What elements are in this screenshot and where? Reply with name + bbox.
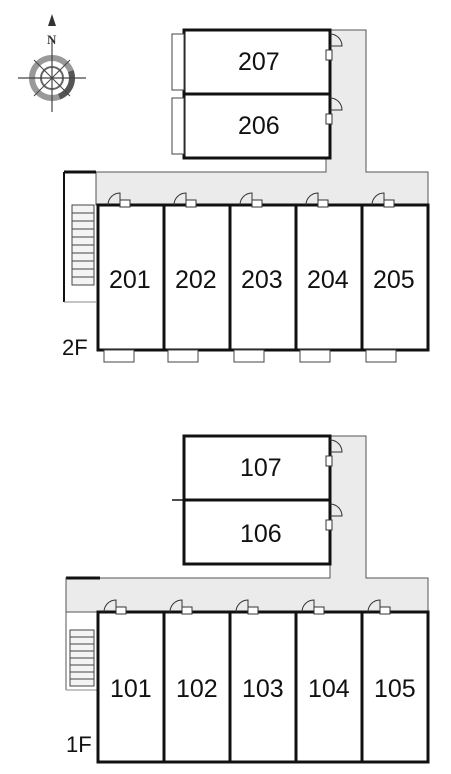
room-104-label: 104	[308, 675, 350, 703]
room-205: 205	[360, 192, 430, 363]
room-103: 103	[228, 599, 298, 764]
room-101: 101	[96, 599, 166, 764]
room-104: 104	[294, 599, 364, 764]
room-202-label: 202	[175, 266, 217, 294]
room-107-label: 107	[240, 454, 282, 482]
corridor-1f	[65, 435, 429, 691]
room-102-label: 102	[176, 675, 218, 703]
floor-label-2f: 2F	[62, 335, 88, 360]
room-206: 206	[171, 92, 343, 160]
room-106: 106	[172, 498, 343, 566]
room-207: 207	[171, 28, 343, 96]
room-204: 204	[294, 192, 364, 363]
room-101-label: 101	[110, 675, 152, 703]
room-105: 105	[360, 599, 430, 764]
room-207-label: 207	[238, 48, 280, 76]
room-103-label: 103	[242, 675, 284, 703]
room-205-label: 205	[373, 266, 415, 294]
floor-label-1f: 1F	[66, 732, 92, 757]
room-201-label: 201	[109, 266, 151, 294]
room-107: 107	[182, 434, 343, 502]
room-203: 203	[228, 192, 298, 363]
room-204-label: 204	[307, 266, 349, 294]
stairs-2f	[71, 204, 95, 286]
room-202: 202	[162, 192, 232, 363]
room-203-label: 203	[241, 266, 283, 294]
stairs-1f	[69, 629, 95, 687]
room-105-label: 105	[374, 675, 416, 703]
room-102: 102	[162, 599, 232, 764]
room-106-label: 106	[240, 520, 282, 548]
compass-north-label: N	[47, 32, 57, 47]
compass-icon: N	[18, 14, 86, 112]
room-201: 201	[96, 192, 166, 363]
room-206-label: 206	[238, 112, 280, 140]
